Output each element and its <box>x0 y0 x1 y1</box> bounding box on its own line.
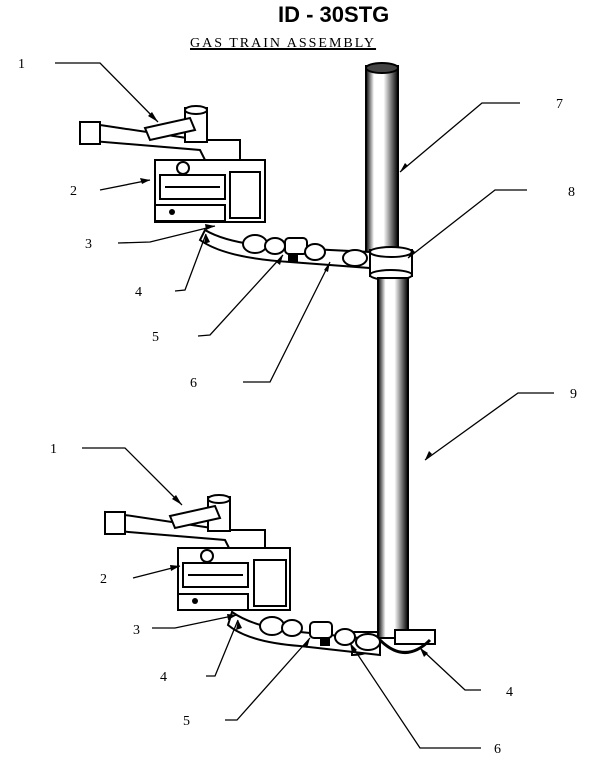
leader-1b <box>82 447 183 506</box>
leader-3b <box>152 614 238 629</box>
leader-1a <box>55 62 159 123</box>
pipe-coupling <box>369 246 413 281</box>
callout-3a: 3 <box>85 237 92 252</box>
leader-6a <box>243 261 331 383</box>
leader-9 <box>424 392 554 461</box>
leader-lines <box>55 62 554 749</box>
callout-7: 7 <box>556 97 563 112</box>
callout-labels: 1 2 3 4 5 6 7 8 9 1 2 3 4 5 4 6 <box>18 57 577 757</box>
callout-6b: 6 <box>494 742 501 757</box>
callout-4b: 4 <box>160 670 167 685</box>
diagram-title: ID - 30STG <box>278 2 390 27</box>
callout-4a: 4 <box>135 285 142 300</box>
leader-5a <box>197 254 284 337</box>
upper-vertical-pipe <box>365 62 399 253</box>
leader-4b <box>206 619 239 677</box>
callout-2b: 2 <box>100 572 107 587</box>
callout-1b: 1 <box>50 442 57 457</box>
arrowheads <box>140 112 432 657</box>
leader-7 <box>399 102 520 173</box>
callout-2a: 2 <box>70 184 77 199</box>
callout-3b: 3 <box>133 623 140 638</box>
lower-vertical-pipe <box>377 277 409 639</box>
callout-6a: 6 <box>190 376 197 391</box>
lower-gas-valve <box>104 494 291 611</box>
diagram-subtitle: GAS TRAIN ASSEMBLY <box>190 36 377 51</box>
callout-4c: 4 <box>506 685 513 700</box>
leader-4a <box>174 233 207 292</box>
upper-gas-valve <box>79 105 266 223</box>
callout-5a: 5 <box>152 330 159 345</box>
leader-4c <box>419 647 481 691</box>
leader-3a <box>117 225 216 244</box>
leader-6b <box>349 642 481 749</box>
callout-5b: 5 <box>183 714 190 729</box>
upper-branch-pipe <box>198 228 371 270</box>
callout-9: 9 <box>570 387 577 402</box>
leader-5b <box>225 637 311 721</box>
lower-branch-pipe <box>226 610 381 657</box>
callout-1a: 1 <box>18 57 25 72</box>
callout-8: 8 <box>568 185 575 200</box>
leader-8 <box>407 189 527 259</box>
